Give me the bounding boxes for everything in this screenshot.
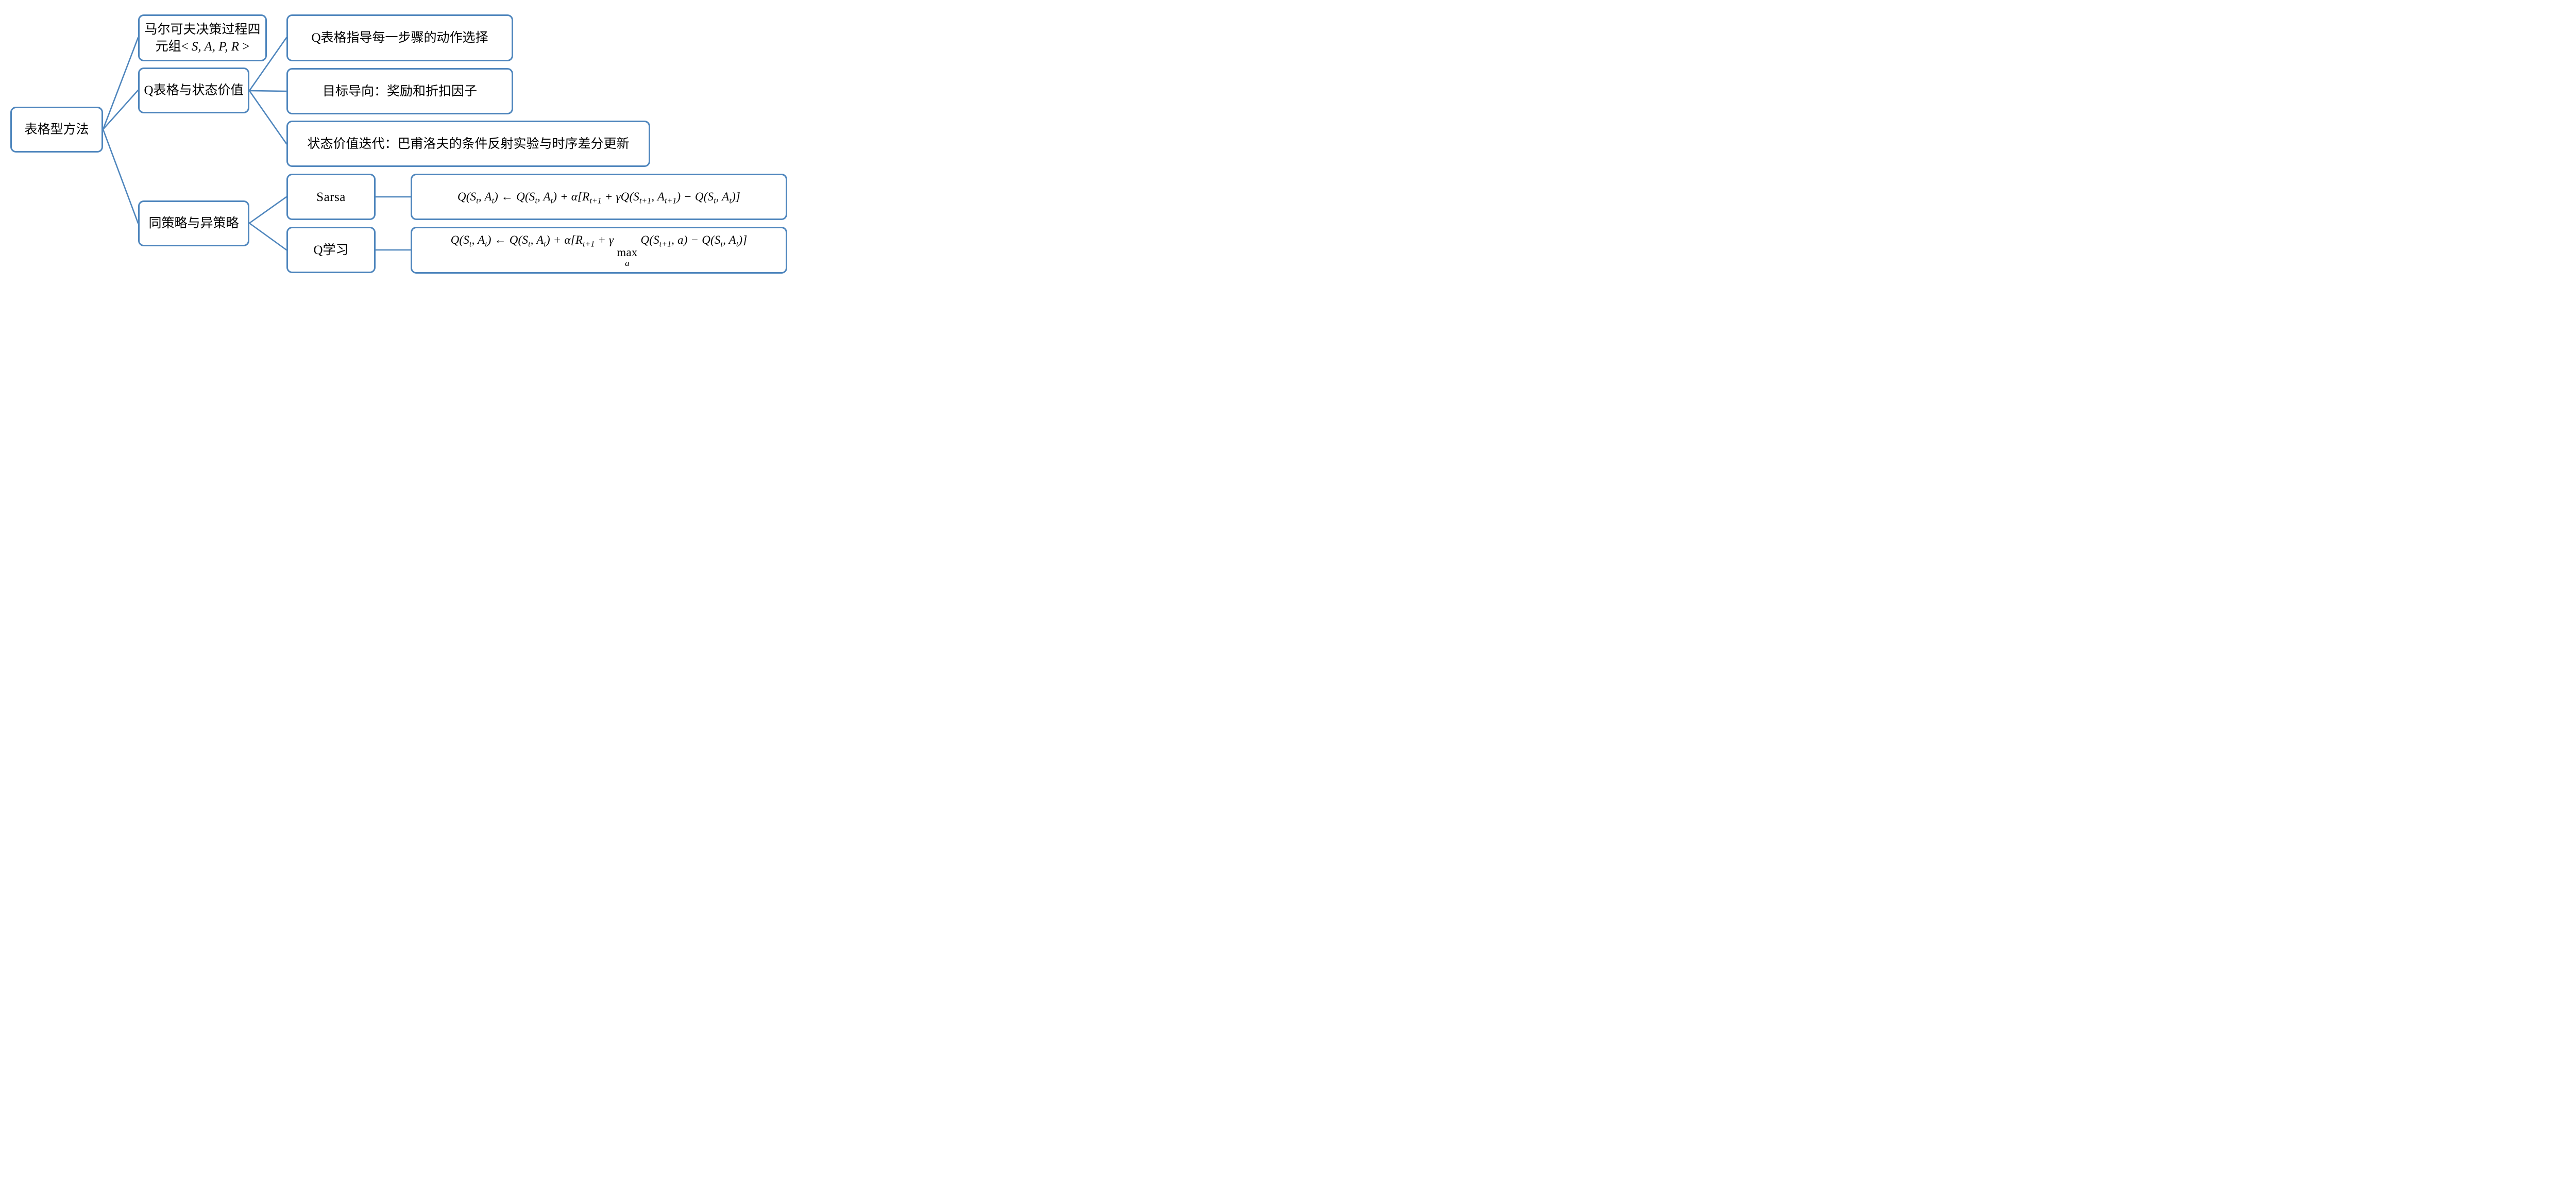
connector-policy-sarsa xyxy=(248,196,287,224)
node-qtable-label: Q表格与状态价值 xyxy=(144,83,244,97)
connector-root-policy xyxy=(102,128,139,224)
node-sarsa-label: Sarsa xyxy=(316,190,346,204)
node-mdp-tuple: 马尔可夫决策过程四 元组< S, A, P, R > xyxy=(138,14,267,61)
node-mdp-line2: 元组< S, A, P, R > xyxy=(155,39,250,54)
connector-root-qtable xyxy=(102,89,139,130)
node-root-label: 表格型方法 xyxy=(24,123,89,137)
connector-lines xyxy=(102,37,412,251)
node-policy-label: 同策略与异策略 xyxy=(148,216,239,230)
node-qtable-statevalue: Q表格与状态价值 xyxy=(138,68,249,113)
node-qtable-action-selection: Q表格指导每一步骤的动作选择 xyxy=(286,14,513,61)
connector-qtable-child1 xyxy=(248,37,287,92)
connector-qtable-child3 xyxy=(248,90,287,145)
connector-policy-qlearn xyxy=(248,222,287,251)
sarsa-update-formula: Q(St, At) ← Q(St, At) + α[Rt+1 + γQ(St+1… xyxy=(457,190,741,206)
node-qtable-child2-label: 目标导向：奖励和折扣因子 xyxy=(322,84,477,98)
node-state-value-iteration: 状态价值迭代：巴甫洛夫的条件反射实验与时序差分更新 xyxy=(286,121,650,167)
node-qtable-child3-label: 状态价值迭代：巴甫洛夫的条件反射实验与时序差分更新 xyxy=(307,137,630,151)
node-qlearning-label: Q学习 xyxy=(313,243,349,257)
mindmap-diagram: 表格型方法 马尔可夫决策过程四 元组< S, A, P, R > Q表格与状态价… xyxy=(0,0,805,298)
node-sarsa-formula: Q(St, At) ← Q(St, At) + α[Rt+1 + γQ(St+1… xyxy=(411,174,787,220)
node-goal-oriented: 目标导向：奖励和折扣因子 xyxy=(286,68,513,114)
node-root: 表格型方法 xyxy=(10,107,103,153)
connector-root-mdp xyxy=(102,37,139,130)
node-mdp-line1: 马尔可夫决策过程四 xyxy=(144,22,261,37)
node-onpolicy-offpolicy: 同策略与异策略 xyxy=(138,200,249,246)
node-sarsa: Sarsa xyxy=(286,174,376,220)
node-qlearning: Q学习 xyxy=(286,227,376,273)
node-qtable-child1-label: Q表格指导每一步骤的动作选择 xyxy=(311,31,488,45)
